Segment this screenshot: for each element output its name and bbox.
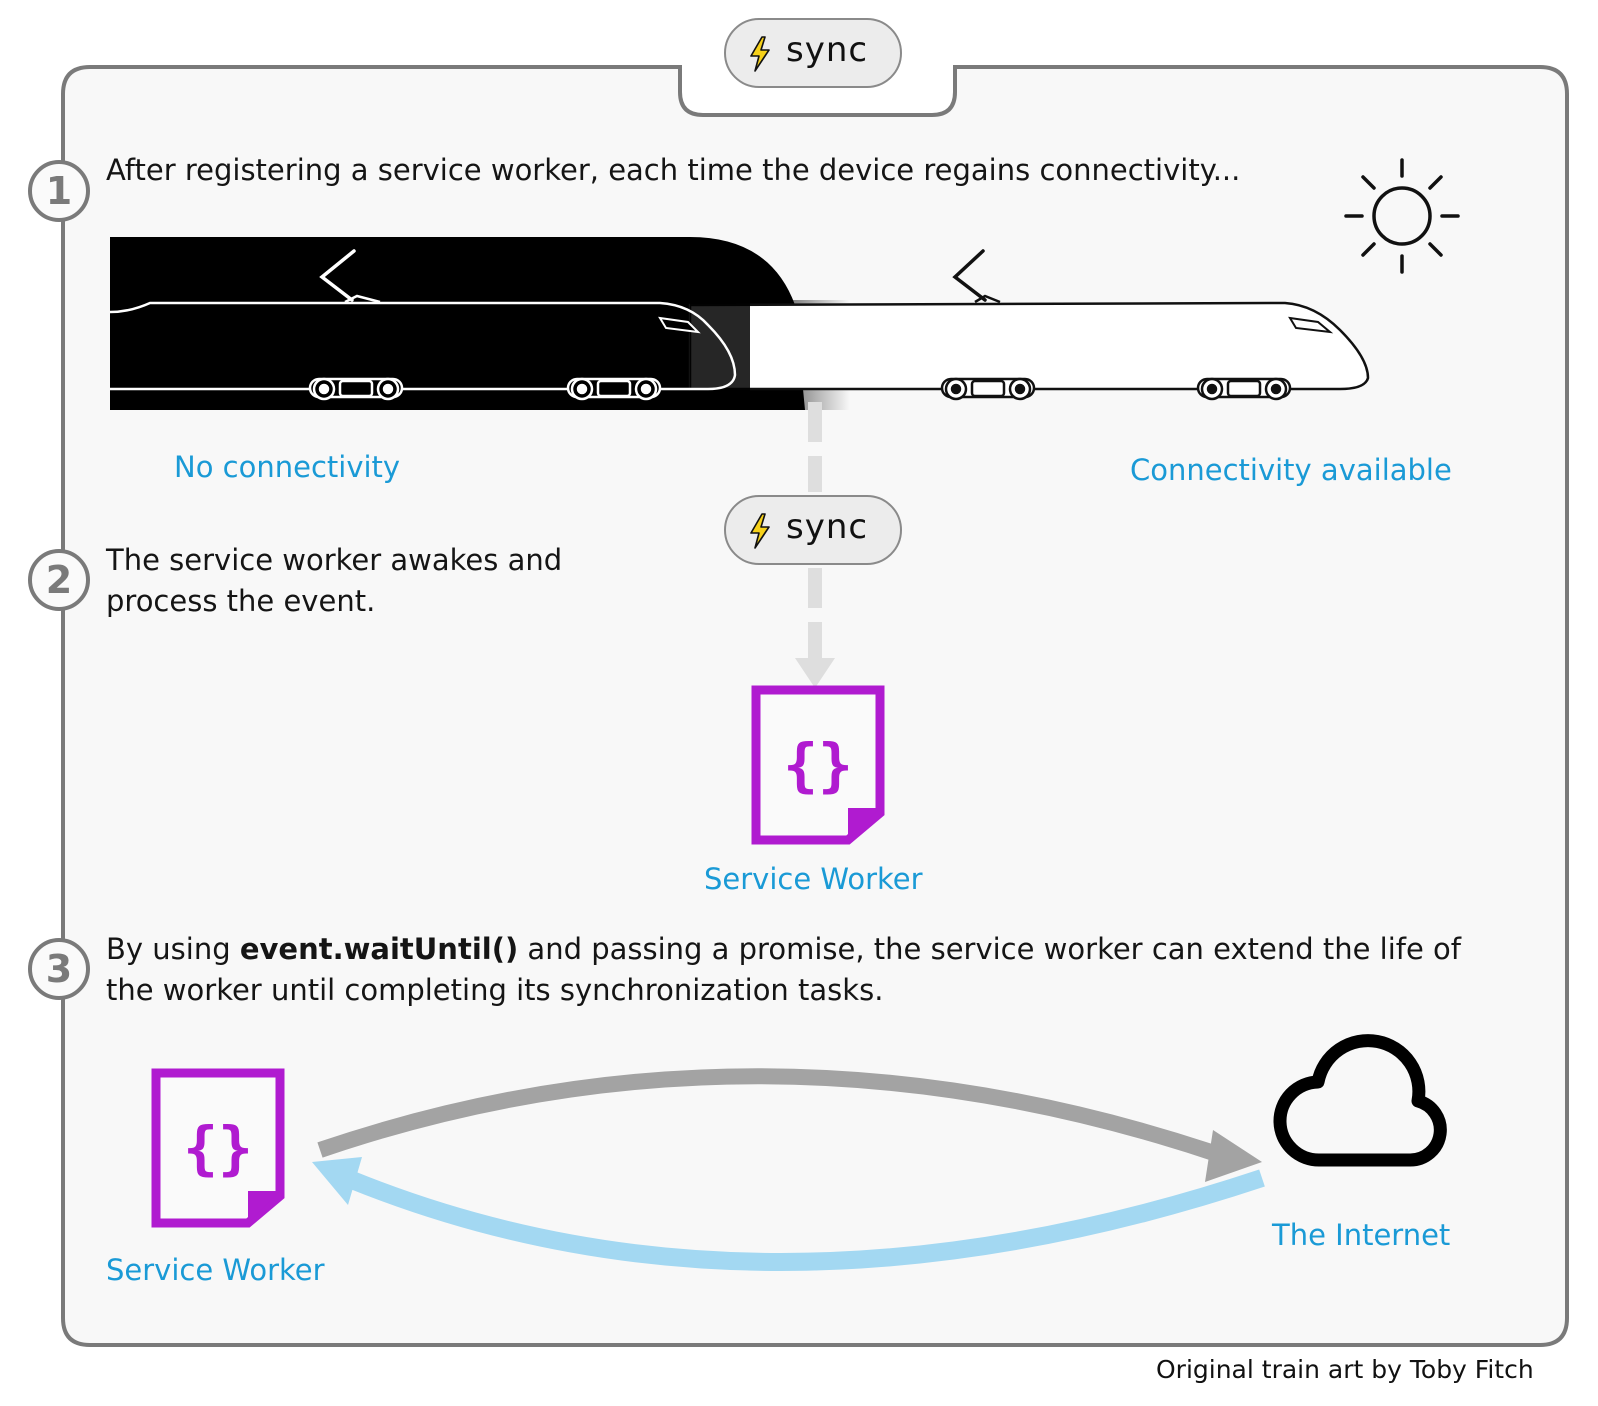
the-internet-label: The Internet — [1272, 1218, 1451, 1252]
service-worker-file-icon: {} — [751, 685, 885, 845]
step-number-3: 3 — [28, 938, 90, 1000]
step-3-text-before: By using — [106, 932, 240, 966]
step-2-text-line-2: process the event. — [106, 584, 376, 618]
step-number-2: 2 — [28, 549, 90, 611]
sync-label: sync — [786, 507, 869, 547]
response-arrow — [312, 1157, 1265, 1271]
step-number-1: 1 — [28, 160, 90, 222]
credit-text: Original train art by Toby Fitch — [1156, 1355, 1534, 1384]
step-3-text-line-1: By using event.waitUntil() and passing a… — [106, 929, 1461, 970]
sync-flow-line — [795, 402, 835, 688]
service-worker-label-left: Service Worker — [106, 1253, 325, 1287]
svg-text:{}: {} — [183, 1114, 253, 1182]
sync-event-badge-middle: sync — [724, 495, 902, 565]
train-illustration — [109, 237, 1370, 410]
step-1-text: After registering a service worker, each… — [106, 153, 1241, 187]
lightning-bolt-icon — [750, 36, 770, 72]
step-2-text-line-1: The service worker awakes and — [106, 543, 563, 577]
step-3-text-line-2: the worker until completing its synchron… — [106, 973, 884, 1007]
sync-event-badge-top: sync — [724, 18, 902, 88]
service-worker-file-icon-left: {} — [151, 1068, 285, 1228]
step-3-text-after: and passing a promise, the service worke… — [518, 932, 1461, 966]
service-worker-label-center: Service Worker — [704, 862, 923, 896]
lightning-bolt-icon — [750, 513, 770, 549]
wait-until-code: event.waitUntil() — [239, 932, 519, 966]
svg-text:{}: {} — [783, 731, 853, 799]
request-arrow — [317, 1068, 1262, 1182]
sync-label: sync — [786, 30, 869, 70]
connectivity-available-label: Connectivity available — [1130, 453, 1452, 487]
sun-icon — [1344, 158, 1460, 274]
cloud-icon — [1273, 1034, 1447, 1167]
no-connectivity-label: No connectivity — [174, 450, 401, 484]
